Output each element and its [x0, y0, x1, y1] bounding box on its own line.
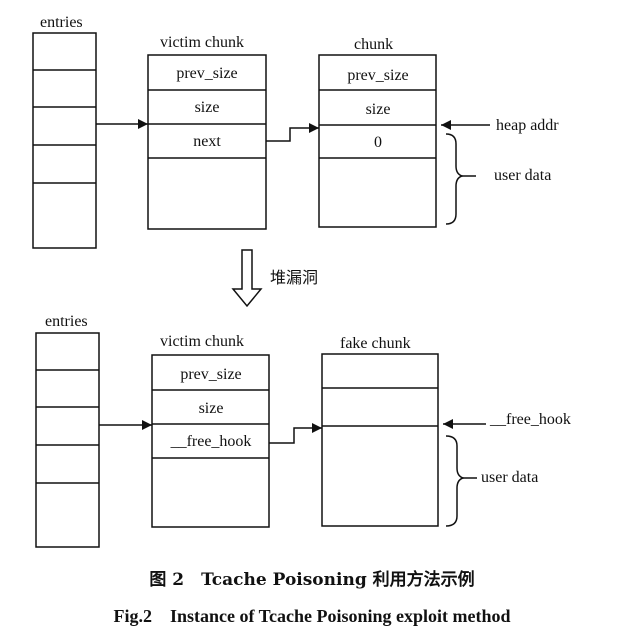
- top-entries-array: [32, 32, 97, 249]
- top-chunk-field-size: size: [366, 101, 391, 118]
- transition-label: 堆漏洞: [270, 268, 318, 287]
- top-chunk: prev_size size 0: [318, 54, 437, 228]
- bottom-fake-chunk-box: [321, 353, 439, 527]
- top-user-data-brace: [445, 133, 465, 225]
- bottom-free-hook-label: __free_hook: [489, 411, 571, 428]
- top-next-pointer-arrow: [266, 123, 319, 142]
- bottom-victim-title: victim chunk: [160, 333, 244, 350]
- top-user-data-label: user data: [494, 167, 551, 184]
- caption-cn: 图 2 Tcache Poisoning 利用方法示例: [149, 569, 474, 590]
- down-arrow-icon: [231, 249, 263, 308]
- caption-en: Fig.2 Instance of Tcache Poisoning explo…: [113, 606, 510, 626]
- bottom-victim-field-size: size: [199, 400, 224, 417]
- bottom-victim-box: [151, 354, 270, 528]
- bottom-fake-chunk-title: fake chunk: [340, 335, 411, 352]
- top-victim-title: victim chunk: [160, 34, 244, 51]
- top-entries-box: [32, 32, 97, 249]
- top-heap-addr-label: heap addr: [496, 117, 559, 134]
- top-victim-field-prev-size: prev_size: [176, 65, 237, 82]
- transition: 堆漏洞: [231, 249, 318, 308]
- bottom-victim-field-prev-size: prev_size: [180, 366, 241, 383]
- top-entries-label: entries: [40, 14, 83, 31]
- bottom-user-data-label: user data: [481, 469, 538, 486]
- bottom-victim-field-free-hook: __free_hook: [170, 433, 252, 450]
- top-chunk-title: chunk: [354, 36, 393, 53]
- bottom-entries-label: entries: [45, 313, 88, 330]
- top-victim-field-next: next: [193, 133, 221, 150]
- bottom-fake-chunk: [321, 353, 439, 527]
- top-victim-field-size: size: [195, 99, 220, 116]
- bottom-entries-box: [35, 332, 100, 548]
- top-chunk-field-prev-size: prev_size: [347, 67, 408, 84]
- top-victim-box: [147, 54, 267, 230]
- bottom-diagram: entries victim chunk prev_size size __fr…: [35, 313, 571, 548]
- bottom-victim-chunk: prev_size size __free_hook: [151, 354, 270, 528]
- top-victim-chunk: prev_size size next: [147, 54, 267, 230]
- top-chunk-box: [318, 54, 437, 228]
- bottom-user-data-brace: [445, 435, 466, 527]
- bottom-entries-array: [35, 332, 100, 548]
- top-diagram: entries victim chunk prev_size size next…: [32, 14, 559, 249]
- bottom-free-hook-pointer-arrow: [269, 423, 322, 444]
- top-chunk-field-zero: 0: [374, 134, 382, 151]
